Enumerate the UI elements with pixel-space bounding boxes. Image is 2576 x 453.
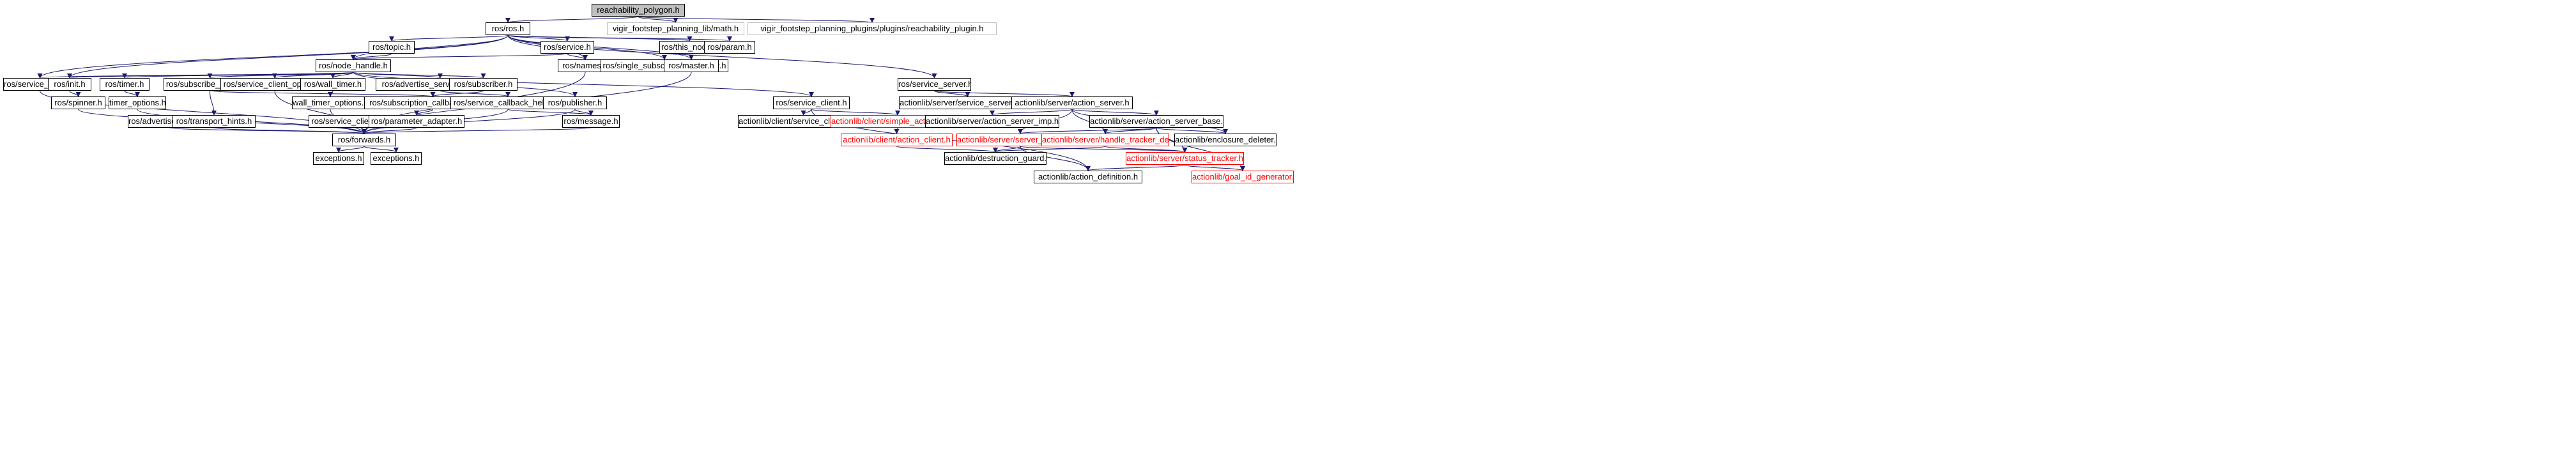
node-ros-service-client-2[interactable]: ros/service_client.h xyxy=(309,115,385,128)
edge-30 xyxy=(210,90,435,97)
node-ros-param[interactable]: ros/param.h xyxy=(704,41,755,54)
edge-4 xyxy=(507,35,570,42)
edge-34 xyxy=(414,109,433,116)
node-ros-ros[interactable]: ros/ros.h xyxy=(486,22,530,35)
node-ros-parameter-adapter[interactable]: ros/parameter_adapter.h xyxy=(369,115,464,128)
node-enclosure-deleter[interactable]: actionlib/enclosure_deleter.h xyxy=(1174,134,1276,146)
edge-0 xyxy=(505,16,639,23)
edge-28 xyxy=(124,90,140,97)
node-ros-transport-hints[interactable]: ros/transport_hints.h xyxy=(172,115,256,128)
edge-65 xyxy=(213,127,367,134)
edge-10 xyxy=(507,35,694,60)
edge-58 xyxy=(1085,164,1185,171)
node-vigir-math[interactable]: vigir_footstep_planning_lib/math.h xyxy=(607,22,744,35)
edge-38 xyxy=(811,109,900,116)
node-ros-timer[interactable]: ros/timer.h xyxy=(100,78,150,91)
edge-43 xyxy=(1071,109,1159,116)
edge-1 xyxy=(638,16,678,23)
edge-56 xyxy=(1105,146,1188,153)
node-destruction-guard[interactable]: actionlib/destruction_guard.h xyxy=(944,152,1046,165)
edge-59 xyxy=(1184,164,1245,171)
edge-3 xyxy=(389,35,509,42)
edge-42 xyxy=(990,109,1073,116)
node-reachability-polygon[interactable]: reachability_polygon.h xyxy=(592,4,685,17)
node-handle-tracker-deleter[interactable]: actionlib/server/handle_tracker_deleter.… xyxy=(1041,134,1169,146)
node-ros-service-callback-helper[interactable]: ros/service_callback_helper.h xyxy=(450,96,565,109)
node-timer-options[interactable]: timer_options.h xyxy=(109,96,166,109)
edge-49 xyxy=(1156,127,1228,134)
edge-24 xyxy=(353,72,486,79)
node-action-server[interactable]: actionlib/server/action_server.h xyxy=(1011,96,1133,109)
edge-57 xyxy=(896,146,998,153)
node-exceptions-1[interactable]: exceptions.h xyxy=(313,152,364,165)
edge-39 xyxy=(934,90,970,97)
node-wall-timer-options[interactable]: wall_timer_options.h xyxy=(292,96,369,109)
node-status-tracker[interactable]: actionlib/server/status_tracker.h xyxy=(1126,152,1244,165)
edge-64 xyxy=(169,127,367,134)
node-action-definition[interactable]: actionlib/action_definition.h xyxy=(1034,171,1142,183)
edge-41 xyxy=(894,127,900,134)
edge-35 xyxy=(507,109,594,116)
node-ros-forwards[interactable]: ros/forwards.h xyxy=(332,134,396,146)
node-action-server-imp[interactable]: actionlib/server/action_server_imp.h xyxy=(925,115,1059,128)
edge-16 xyxy=(567,53,588,60)
node-ros-spinner[interactable]: ros/spinner.h xyxy=(51,96,105,109)
node-ros-topic[interactable]: ros/topic.h xyxy=(369,41,415,54)
edge-12 xyxy=(67,35,509,79)
node-ros-master[interactable]: ros/master.h xyxy=(664,59,719,72)
edge-31 xyxy=(210,90,217,116)
node-action-server-base[interactable]: actionlib/server/action_server_base.h xyxy=(1089,115,1223,128)
edge-22 xyxy=(330,72,354,79)
edge-15 xyxy=(351,53,568,60)
node-reachability-plugin[interactable]: vigir_footstep_planning_plugins/plugins/… xyxy=(747,22,997,35)
edge-55 xyxy=(993,146,1106,153)
node-goal-id-generator[interactable]: actionlib/goal_id_generator.h xyxy=(1192,171,1294,183)
edge-76 xyxy=(364,146,399,153)
edge-32 xyxy=(440,90,510,97)
edge-48 xyxy=(1103,127,1157,134)
node-ros-init[interactable]: ros/init.h xyxy=(48,78,91,91)
edge-37 xyxy=(801,109,812,116)
edge-36 xyxy=(574,109,594,116)
edge-47 xyxy=(1018,127,1157,134)
edge-53 xyxy=(1020,146,1188,153)
node-ros-service[interactable]: ros/service.h xyxy=(540,41,594,54)
node-ros-message[interactable]: ros/message.h xyxy=(562,115,620,128)
edge-33 xyxy=(430,90,484,97)
node-ros-wall-timer[interactable]: ros/wall_timer.h xyxy=(300,78,365,91)
edge-27 xyxy=(69,90,81,97)
node-ros-names[interactable]: ros/names.h xyxy=(558,59,613,72)
node-ros-node-handle[interactable]: ros/node_handle.h xyxy=(316,59,391,72)
edge-21 xyxy=(272,72,354,79)
edge-26 xyxy=(353,72,814,97)
node-ros-service-server-right[interactable]: ros/service_server.h xyxy=(898,78,971,91)
edge-75 xyxy=(336,146,365,153)
edge-72 xyxy=(362,127,592,134)
node-ros-service-client[interactable]: ros/service_client.h xyxy=(773,96,850,109)
edge-71 xyxy=(362,109,576,134)
edge-40 xyxy=(934,90,1075,97)
node-exceptions-2[interactable]: exceptions.h xyxy=(371,152,422,165)
edge-2 xyxy=(638,16,875,23)
node-service-server-imp[interactable]: actionlib/server/service_server_imp.h xyxy=(899,96,1036,109)
edge-6 xyxy=(507,35,732,42)
node-action-client[interactable]: actionlib/client/action_client.h xyxy=(841,134,953,146)
edge-13 xyxy=(507,35,937,79)
node-ros-subscriber[interactable]: ros/subscriber.h xyxy=(449,78,518,91)
node-ros-publisher[interactable]: ros/publisher.h xyxy=(543,96,607,109)
